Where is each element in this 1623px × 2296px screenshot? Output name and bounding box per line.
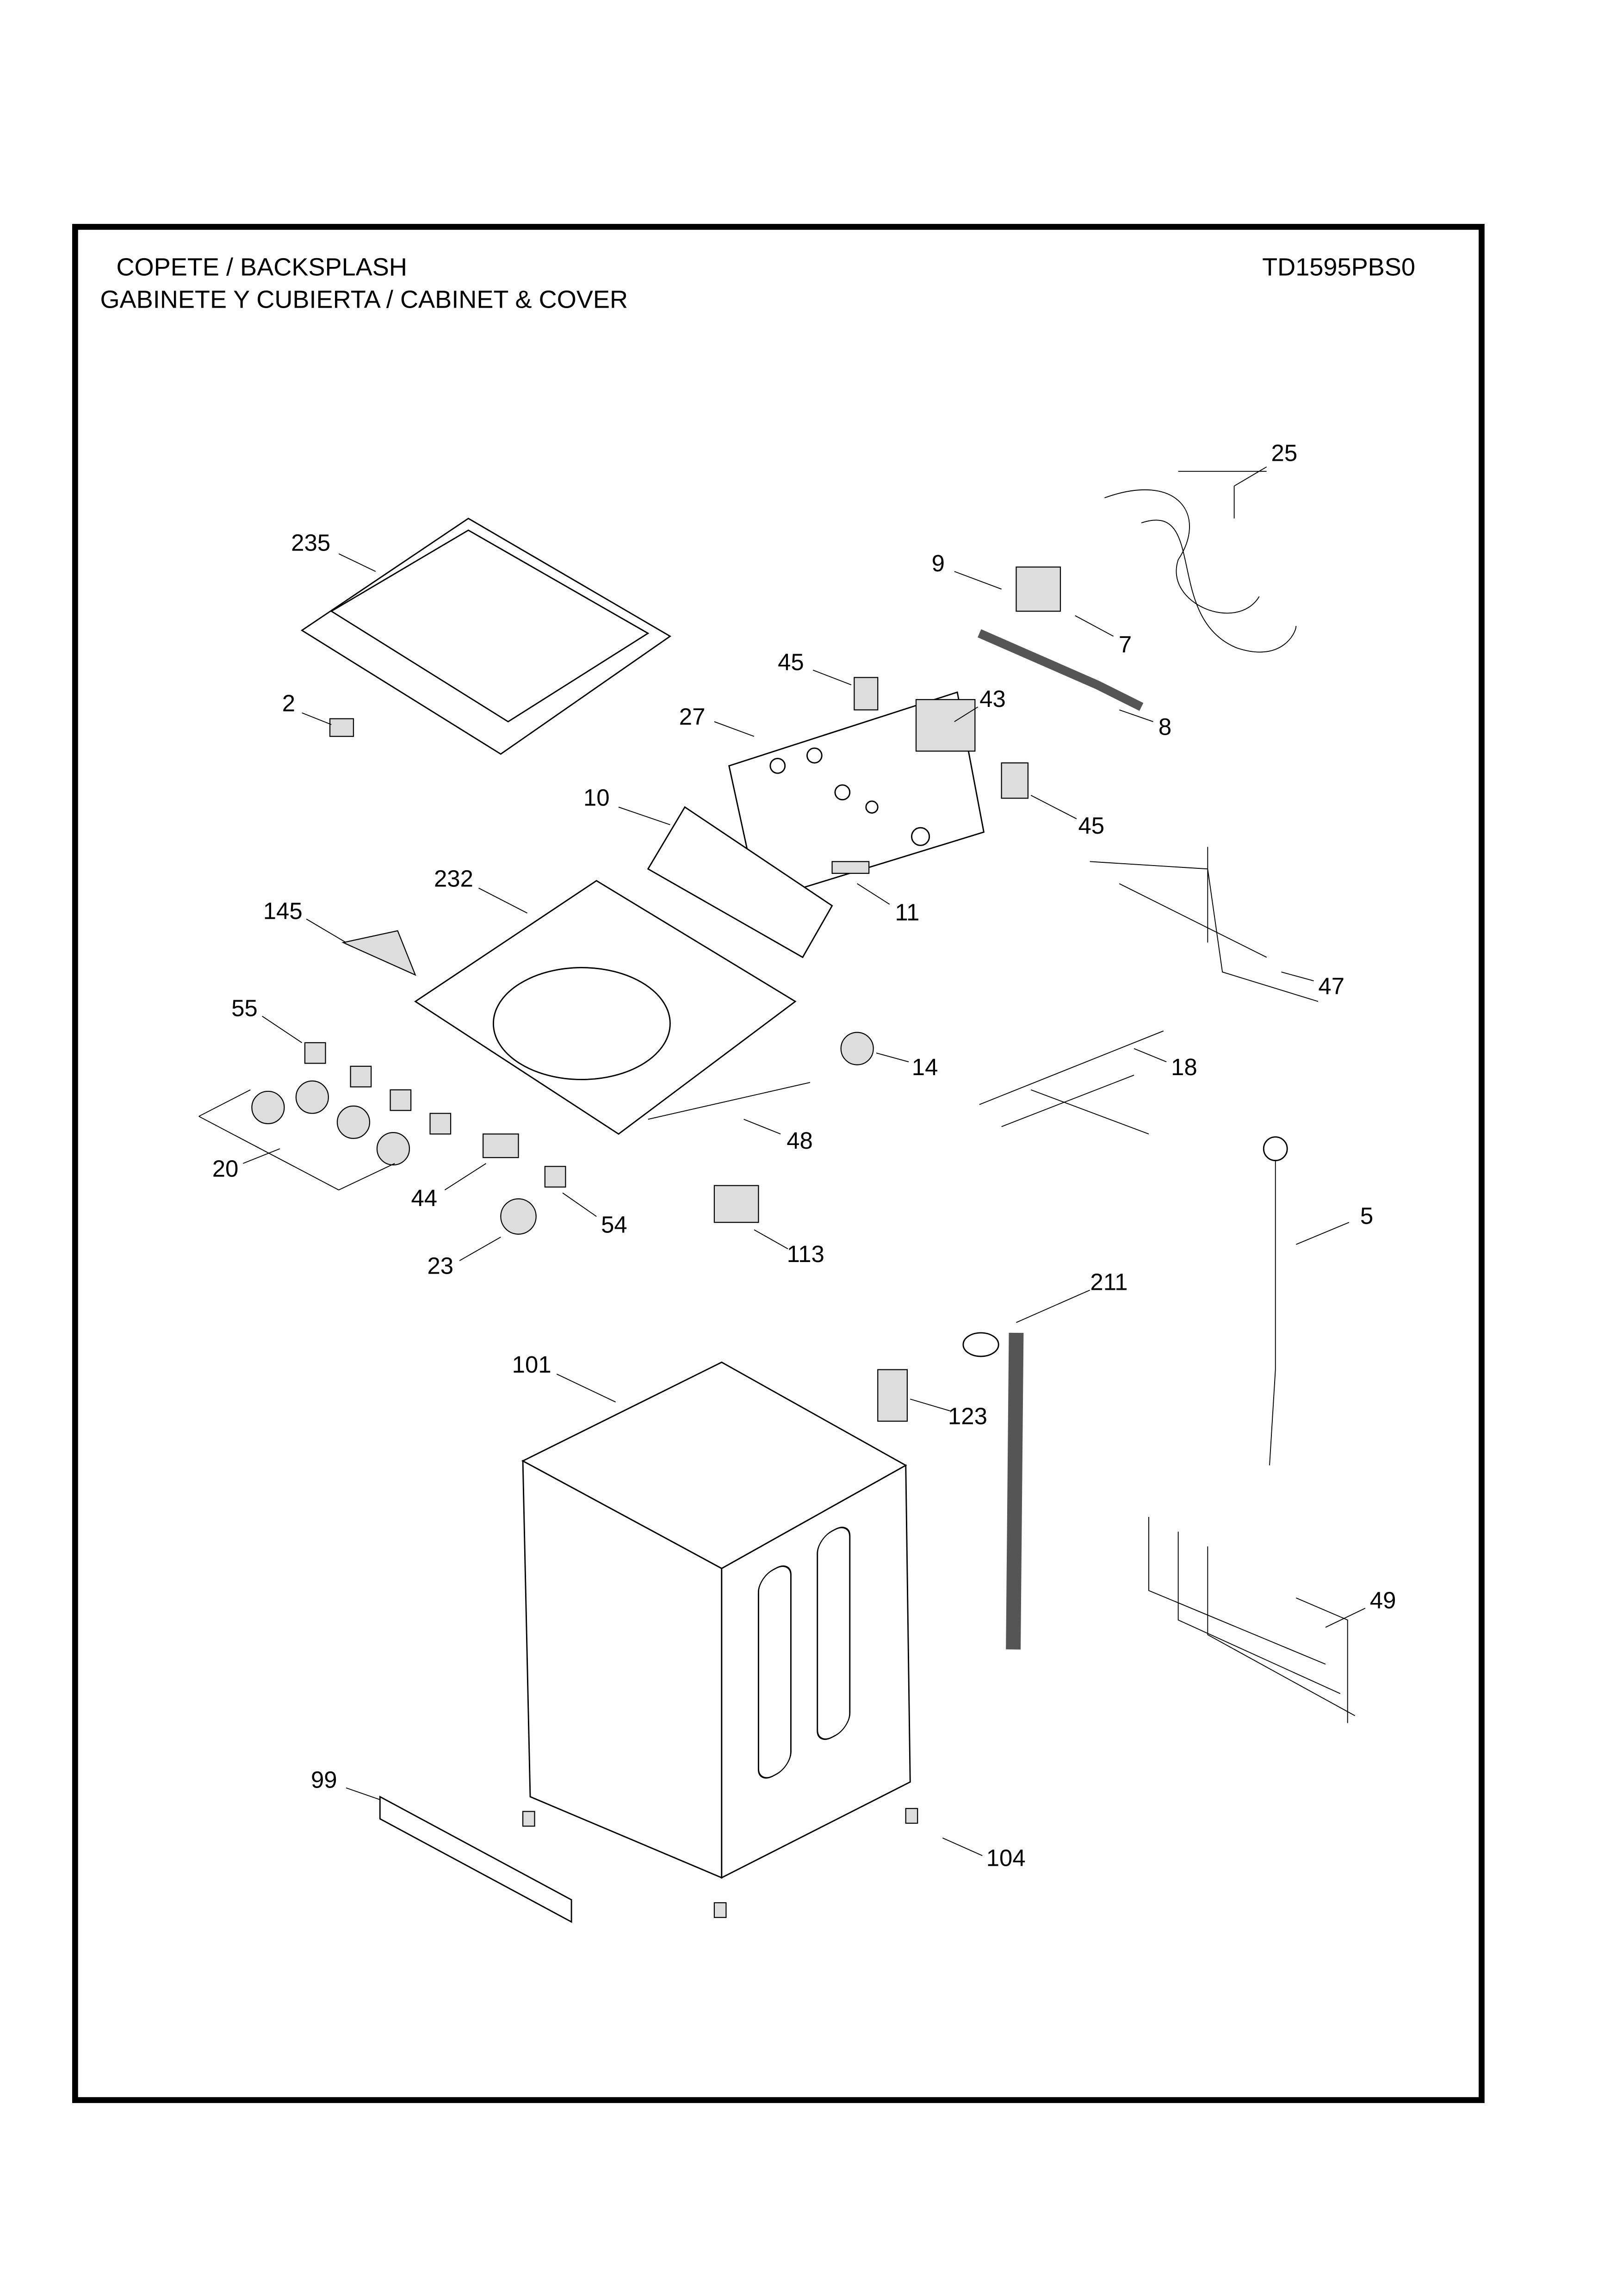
callout-145: 145 xyxy=(263,897,303,924)
callout-14: 14 xyxy=(912,1054,938,1080)
callout-27: 27 xyxy=(679,703,706,730)
callout-10: 10 xyxy=(583,784,610,811)
callout-49: 49 xyxy=(1370,1587,1396,1613)
frame-border xyxy=(72,223,1485,2103)
part-drawings xyxy=(251,489,1356,1923)
callout-232: 232 xyxy=(434,865,473,891)
callout-45: 45 xyxy=(1078,812,1104,839)
model-number: TD1595PBS0 xyxy=(1262,253,1415,281)
callout-48: 48 xyxy=(787,1127,813,1154)
callout-211: 211 xyxy=(1090,1269,1127,1295)
callout-11: 11 xyxy=(895,899,919,926)
toe-kick-part xyxy=(379,1795,572,1923)
callout-20: 20 xyxy=(212,1156,239,1182)
callout-25: 25 xyxy=(1271,439,1298,466)
callout-123: 123 xyxy=(948,1403,987,1429)
callout-2: 2 xyxy=(282,690,295,717)
callout-8: 8 xyxy=(1158,714,1171,740)
control-panel-part xyxy=(647,806,833,959)
callout-47: 47 xyxy=(1318,973,1344,999)
callout-5: 5 xyxy=(1360,1202,1373,1229)
callout-18: 18 xyxy=(1171,1054,1197,1080)
callout-54: 54 xyxy=(601,1212,627,1238)
callout-7: 7 xyxy=(1119,631,1132,657)
callout-44: 44 xyxy=(411,1185,437,1211)
callout-101: 101 xyxy=(512,1351,551,1378)
callout-55: 55 xyxy=(231,995,258,1021)
callout-23: 23 xyxy=(427,1253,453,1279)
callout-45: 45 xyxy=(778,649,804,675)
callout-113: 113 xyxy=(787,1241,824,1267)
callout-104: 104 xyxy=(986,1844,1026,1871)
callout-9: 9 xyxy=(932,550,945,576)
callout-43: 43 xyxy=(979,686,1006,712)
callout-leaders xyxy=(198,466,1366,1856)
callout-235: 235 xyxy=(291,530,330,556)
callout-99: 99 xyxy=(311,1767,337,1793)
section-title-backsplash: COPETE / BACKSPLASH xyxy=(116,253,407,281)
section-title-cabinet-cover: GABINETE Y CUBIERTA / CABINET & COVER xyxy=(100,285,628,313)
